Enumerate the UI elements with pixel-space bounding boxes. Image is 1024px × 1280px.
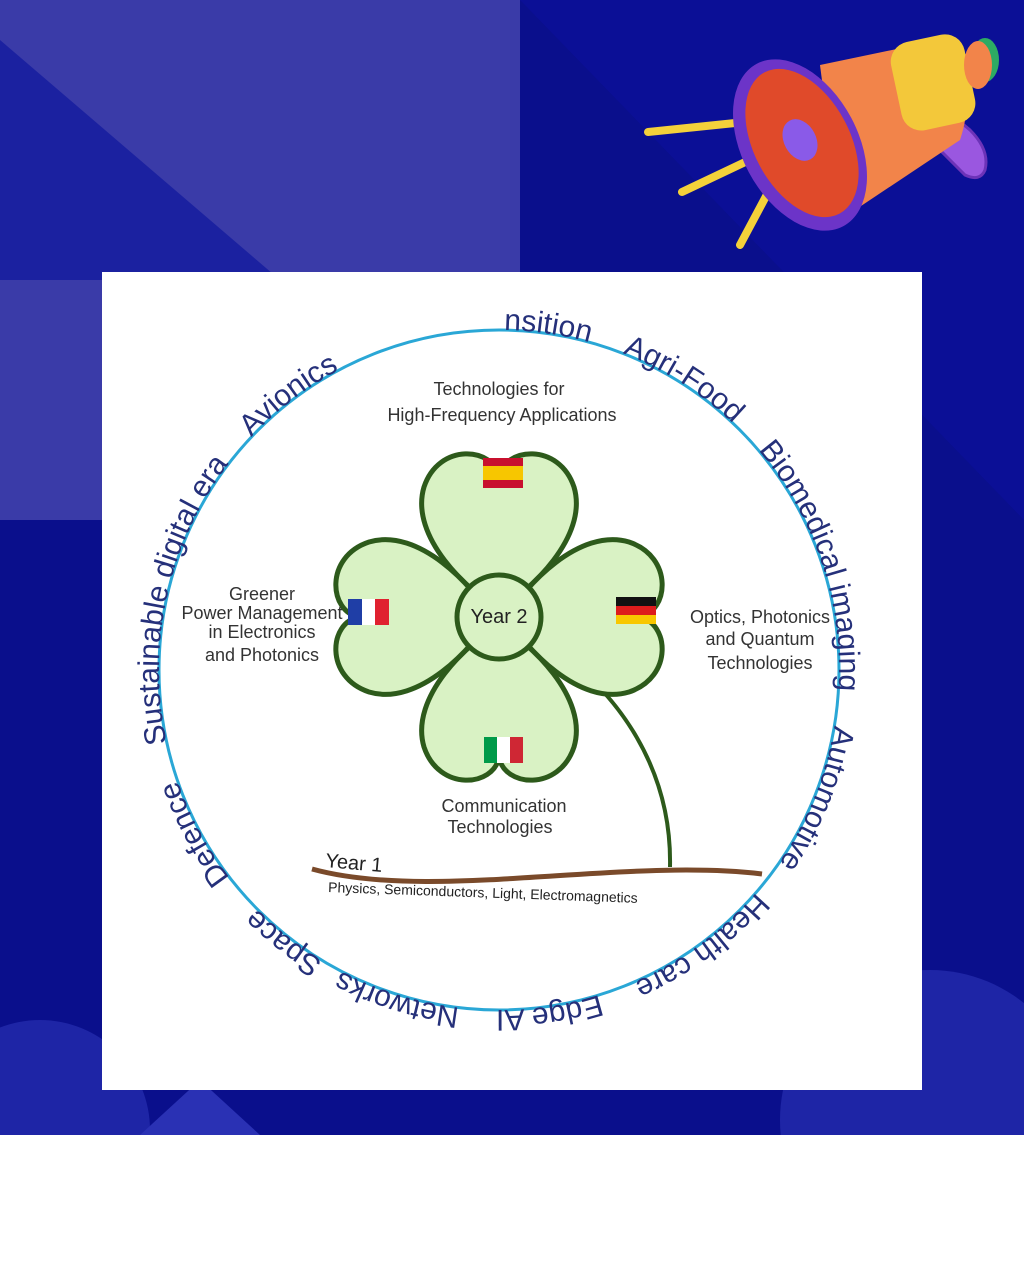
bg-triangle xyxy=(0,40,280,280)
italy-flag-icon xyxy=(484,737,523,763)
ring-word-sustainable-digital-era: Sustainable digital era xyxy=(133,448,235,748)
outer-ring xyxy=(157,328,841,1012)
soil-line xyxy=(311,866,763,884)
center-circle xyxy=(454,572,544,662)
diagram-card: Digital Transition Agri-Food Biomedical … xyxy=(102,272,922,1090)
svg-text:Optics, Photonics: Optics, Photonics xyxy=(690,607,830,627)
svg-text:Power Management: Power Management xyxy=(181,603,342,623)
bg-bump xyxy=(140,1080,260,1135)
ring-word-health-care: Health care xyxy=(631,888,776,1006)
label-right: Optics, Photonics and Quantum Technologi… xyxy=(690,607,830,673)
clover-diagram: Digital Transition Agri-Food Biomedical … xyxy=(102,272,865,1036)
svg-text:High-Frequency Applications: High-Frequency Applications xyxy=(387,405,616,425)
svg-text:Technologies for: Technologies for xyxy=(433,379,564,399)
ring-word-networks: Networks xyxy=(329,965,460,1034)
label-left: Greener Power Management in Electronics … xyxy=(181,584,342,665)
svg-text:and Photonics: and Photonics xyxy=(205,645,319,665)
france-flag-icon xyxy=(348,599,389,625)
center-label: Year 2 xyxy=(470,606,527,628)
svg-text:and Quantum: and Quantum xyxy=(705,629,814,649)
ground-sublabel: Physics, Semiconductors, Light, Electrom… xyxy=(328,879,638,906)
ring-word-agri-food: Agri-Food xyxy=(620,329,751,428)
ring-word-edge-ai: Edge AI xyxy=(496,988,607,1036)
megaphone-icon xyxy=(644,34,999,249)
ring-word-automotive: Automotive xyxy=(773,724,860,878)
svg-text:in Electronics: in Electronics xyxy=(208,622,315,642)
svg-text:Technologies: Technologies xyxy=(707,653,812,673)
ground-label: Year 1 xyxy=(325,850,384,877)
spain-flag-icon xyxy=(483,458,523,488)
ring-word-space: Space xyxy=(238,903,326,983)
svg-text:Technologies: Technologies xyxy=(447,817,552,837)
label-bottom: Communication Technologies xyxy=(441,796,566,837)
ring-word-digital-transition: Digital Transition xyxy=(102,272,596,349)
ring-word-avionics: Avionics xyxy=(233,347,343,442)
svg-text:Communication: Communication xyxy=(441,796,566,816)
label-top: Technologies for High-Frequency Applicat… xyxy=(387,379,616,425)
clover-leaves xyxy=(336,454,662,780)
ring-word-defence: Defence xyxy=(153,778,236,893)
germany-flag-icon xyxy=(616,597,656,624)
svg-text:Greener: Greener xyxy=(229,584,295,604)
